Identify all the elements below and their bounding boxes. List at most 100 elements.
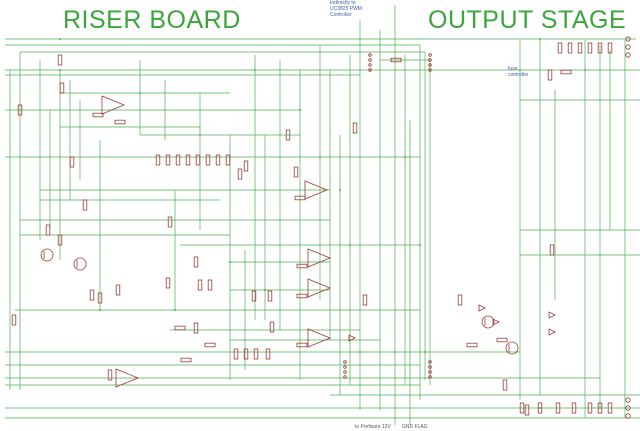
- resistor: [567, 42, 573, 54]
- resistor: [165, 154, 171, 166]
- transistor: [73, 257, 87, 271]
- resistor: [57, 54, 63, 66]
- resistor: [97, 292, 103, 304]
- op-amp: [307, 248, 332, 268]
- connector-pin: [343, 360, 347, 364]
- fuse-note-line-2: controller: [508, 72, 529, 78]
- junction-dot: [424, 351, 426, 353]
- resistor: [45, 224, 51, 236]
- diode: [348, 334, 356, 342]
- connector-pin: [368, 63, 372, 67]
- resistor: [571, 402, 577, 414]
- resistor: [524, 404, 530, 416]
- connector-pin: [428, 63, 432, 67]
- resistor: [195, 154, 201, 166]
- junction-dot: [419, 244, 421, 246]
- output-stage-title: OUTPUT STAGE: [428, 6, 627, 34]
- resistor: [193, 322, 199, 334]
- riser-board-title: RISER BOARD: [63, 6, 241, 34]
- fuse-note-line-1: fuse: [508, 66, 518, 72]
- resistor: [167, 216, 173, 228]
- pwm-note-line-2: UC3825 PWM: [330, 6, 362, 12]
- op-amp: [101, 95, 126, 115]
- resistor: [560, 69, 572, 75]
- resistor: [165, 277, 171, 289]
- junction-dot: [394, 351, 396, 353]
- resistor: [296, 263, 308, 269]
- resistor: [555, 402, 561, 414]
- connector-pin: [428, 53, 432, 57]
- connector-pin: [343, 365, 347, 369]
- resistor: [502, 379, 508, 391]
- connector-pin: [368, 68, 372, 72]
- resistor: [233, 348, 239, 360]
- resistor: [597, 42, 603, 54]
- resistor: [180, 357, 192, 363]
- resistor: [352, 122, 358, 134]
- pwm-note-line-3: Controller: [330, 12, 352, 18]
- junction-dot: [59, 38, 61, 40]
- component-layer: [11, 36, 631, 419]
- output-terminal: [625, 413, 631, 419]
- resistor: [251, 290, 257, 302]
- resistor: [89, 289, 95, 301]
- resistor: [577, 42, 583, 54]
- transistor: [505, 341, 519, 355]
- bottom-left-note: to Prefixure 12V: [355, 424, 391, 430]
- resistor: [174, 325, 186, 331]
- pwm-note-line-1: Indirectly to: [330, 0, 356, 6]
- junction-dot: [59, 69, 61, 71]
- bottom-right-note: GND FLAG: [402, 424, 428, 430]
- resistor: [237, 168, 243, 180]
- resistor: [390, 57, 402, 63]
- resistor: [293, 166, 299, 178]
- resistor: [155, 154, 161, 166]
- resistor: [362, 294, 368, 306]
- output-terminal: [625, 397, 631, 403]
- resistor: [17, 104, 23, 116]
- junction-dot: [339, 189, 341, 191]
- resistor: [457, 294, 463, 306]
- resistor: [537, 402, 543, 414]
- resistor: [59, 82, 65, 94]
- resistor: [115, 284, 121, 296]
- connector-pin: [368, 53, 372, 57]
- junction-dot: [359, 351, 361, 353]
- junction-dot: [584, 69, 586, 71]
- resistor: [294, 195, 306, 201]
- resistor: [114, 119, 126, 125]
- resistor: [557, 42, 563, 54]
- transistor: [481, 315, 495, 329]
- wire-network: [5, 5, 640, 425]
- resistor: [82, 199, 88, 211]
- resistor: [466, 342, 478, 348]
- connector-pin: [428, 370, 432, 374]
- output-terminal: [625, 405, 631, 411]
- resistor: [285, 129, 291, 141]
- resistor: [107, 369, 113, 381]
- junction-dot: [299, 109, 301, 111]
- op-amp: [307, 278, 332, 298]
- op-amp: [304, 180, 329, 200]
- junction-dot: [199, 134, 201, 136]
- resistor: [185, 154, 191, 166]
- resistor: [69, 156, 75, 168]
- resistor: [607, 42, 613, 54]
- resistor: [243, 348, 249, 360]
- junction-dot: [229, 261, 231, 263]
- connector-pin: [428, 365, 432, 369]
- junction-dot: [264, 289, 266, 291]
- connector-pin: [428, 360, 432, 364]
- resistor: [215, 154, 221, 166]
- output-terminal: [625, 44, 631, 50]
- resistor: [11, 314, 17, 326]
- connector-pin: [428, 375, 432, 379]
- resistor: [265, 348, 271, 360]
- resistor: [587, 42, 593, 54]
- op-amp: [307, 328, 332, 348]
- resistor: [57, 234, 63, 246]
- junction-dot: [599, 407, 601, 409]
- resistor: [496, 337, 508, 343]
- junction-dot: [99, 309, 101, 311]
